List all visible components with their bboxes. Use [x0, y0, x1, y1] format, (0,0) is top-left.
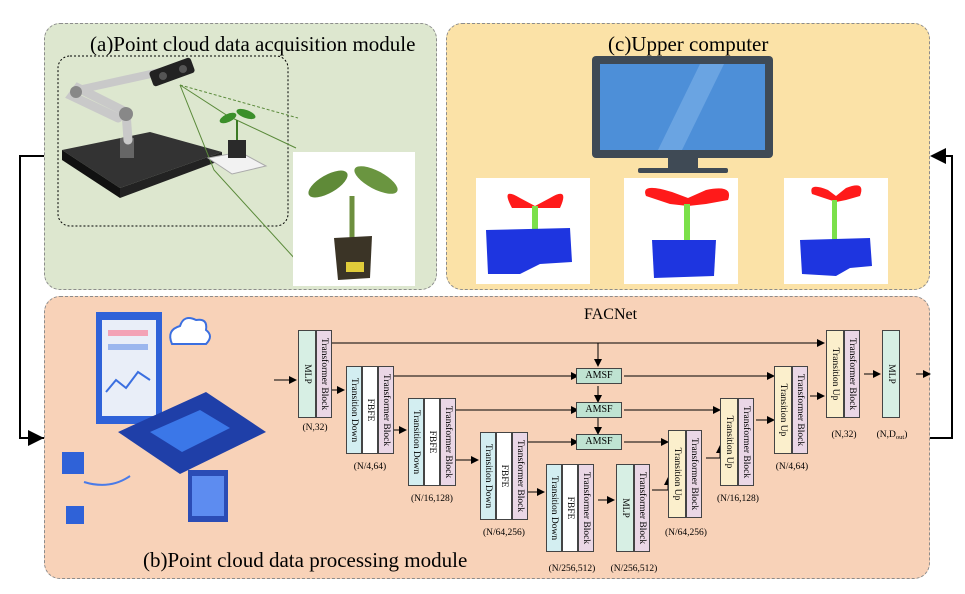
dim-label: (N/4,64) — [353, 462, 387, 472]
network-name: FACNet — [584, 306, 638, 323]
transition-up-block-3: Transition Up — [720, 398, 738, 486]
fbfe-block-4: FBFE — [496, 432, 512, 520]
transformer-block-4: Transformer Block — [512, 432, 528, 520]
segmentation-result-3 — [784, 178, 888, 284]
transition-down-block-2: Transition Down — [346, 366, 362, 454]
transformer-up-block-2: Transformer Block — [792, 366, 808, 454]
camera-icon — [149, 57, 195, 87]
transition-down-block-5: Transition Down — [546, 464, 562, 552]
transformer-block-1: Transformer Block — [316, 330, 332, 418]
fbfe-block-3: FBFE — [424, 398, 440, 486]
dim-label: (N,32) — [302, 423, 328, 433]
transformer-up-block-4: Transformer Block — [686, 430, 702, 518]
transformer-up-block-1: Transformer Block — [844, 330, 860, 418]
dim-label: (N/64,256) — [483, 528, 525, 538]
plant-icon — [206, 108, 268, 175]
segmentation-result-2 — [624, 178, 738, 284]
mlp-block-bottleneck: MLP — [616, 464, 634, 552]
amsf-module-2: AMSF — [576, 402, 622, 418]
dim-label: (N/16,128) — [411, 494, 453, 504]
transformer-block-bottleneck: Transformer Block — [634, 464, 650, 552]
transformer-block-2: Transformer Block — [378, 366, 394, 454]
upper-computer-title: (c)Upper computer — [608, 32, 769, 56]
dim-label: (N/16,128) — [717, 494, 759, 504]
robot-arm-icon — [57, 55, 289, 227]
transition-up-block-2: Transition Up — [774, 366, 792, 454]
fbfe-block-5: FBFE — [562, 464, 578, 552]
mlp-block-output: MLP — [882, 330, 900, 418]
cloud-icon — [169, 317, 211, 345]
transformer-block-5: Transformer Block — [578, 464, 594, 552]
point-cloud-image — [293, 152, 415, 286]
server-icon — [62, 312, 266, 524]
acquisition-title: (a)Point cloud data acquisition module — [90, 32, 416, 56]
transition-down-block-3: Transition Down — [408, 398, 424, 486]
dim-label: (N,32) — [831, 430, 857, 440]
amsf-module-3: AMSF — [576, 434, 622, 450]
processing-title: (b)Point cloud data processing module — [143, 548, 468, 572]
transformer-block-3: Transformer Block — [440, 398, 456, 486]
dim-label: (N/4,64) — [775, 462, 809, 472]
output-dim-label: (N,Dout) — [876, 430, 908, 441]
amsf-module-1: AMSF — [576, 368, 622, 384]
dim-label: (N/64,256) — [665, 528, 707, 538]
segmentation-result-1 — [476, 178, 590, 284]
transition-up-block-1: Transition Up — [826, 330, 844, 418]
monitor-icon — [592, 56, 773, 173]
dim-label: (N/256,512) — [610, 564, 658, 574]
transition-down-block-4: Transition Down — [480, 432, 496, 520]
dim-label: (N/256,512) — [548, 564, 596, 574]
mlp-block-1: MLP — [298, 330, 316, 418]
transition-up-block-4: Transition Up — [668, 430, 686, 518]
transformer-up-block-3: Transformer Block — [738, 398, 754, 486]
fbfe-block-2: FBFE — [362, 366, 378, 454]
